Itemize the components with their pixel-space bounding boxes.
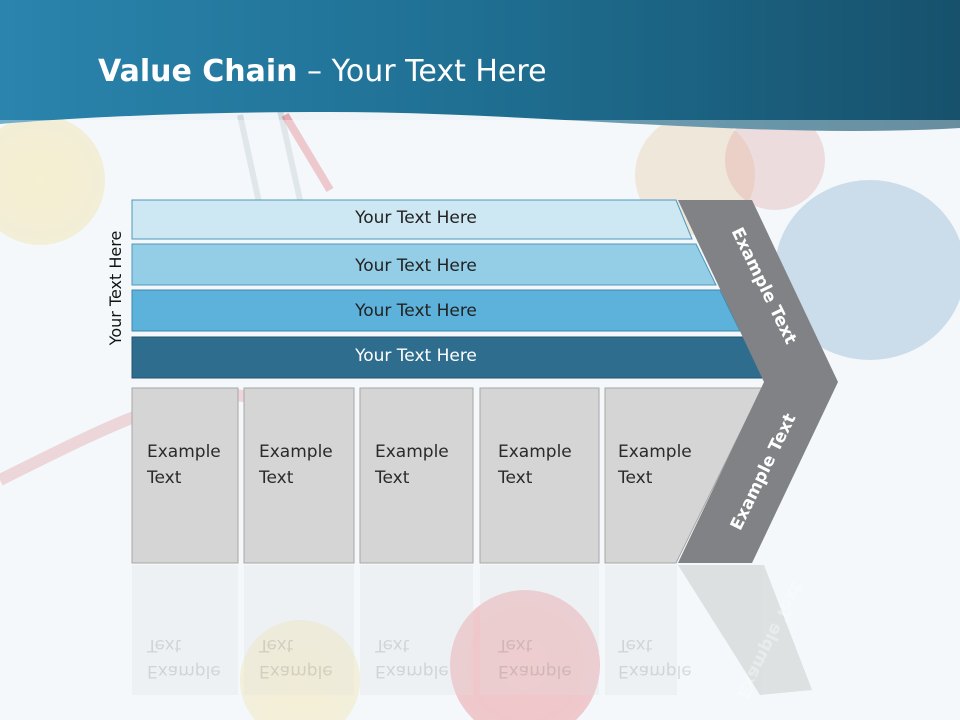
yellow-button-decoration: [0, 115, 105, 245]
bar-label-4: Your Text Here: [355, 346, 477, 366]
blue-spool-decoration: [775, 180, 960, 360]
margin-chevron: [678, 200, 838, 563]
page-title: Value Chain – Your Text Here: [98, 54, 547, 89]
primary-activity-box-1: [131, 387, 239, 564]
primary-activity-box-2: [243, 387, 355, 564]
primary-activity-box-5: [604, 387, 763, 564]
bar-label-1: Your Text Here: [355, 208, 477, 228]
primary-activity-box-4: [479, 387, 600, 564]
primary-activity-box-3: [359, 387, 474, 564]
reflection: [132, 565, 812, 695]
header-band: [0, 0, 960, 131]
support-activity-bar-1: [131, 199, 693, 240]
bar-label-2: Your Text Here: [355, 256, 477, 276]
support-activity-bar-2: [131, 243, 717, 286]
red-button-decoration: [450, 590, 600, 720]
bar-label-3: Your Text Here: [355, 301, 477, 321]
